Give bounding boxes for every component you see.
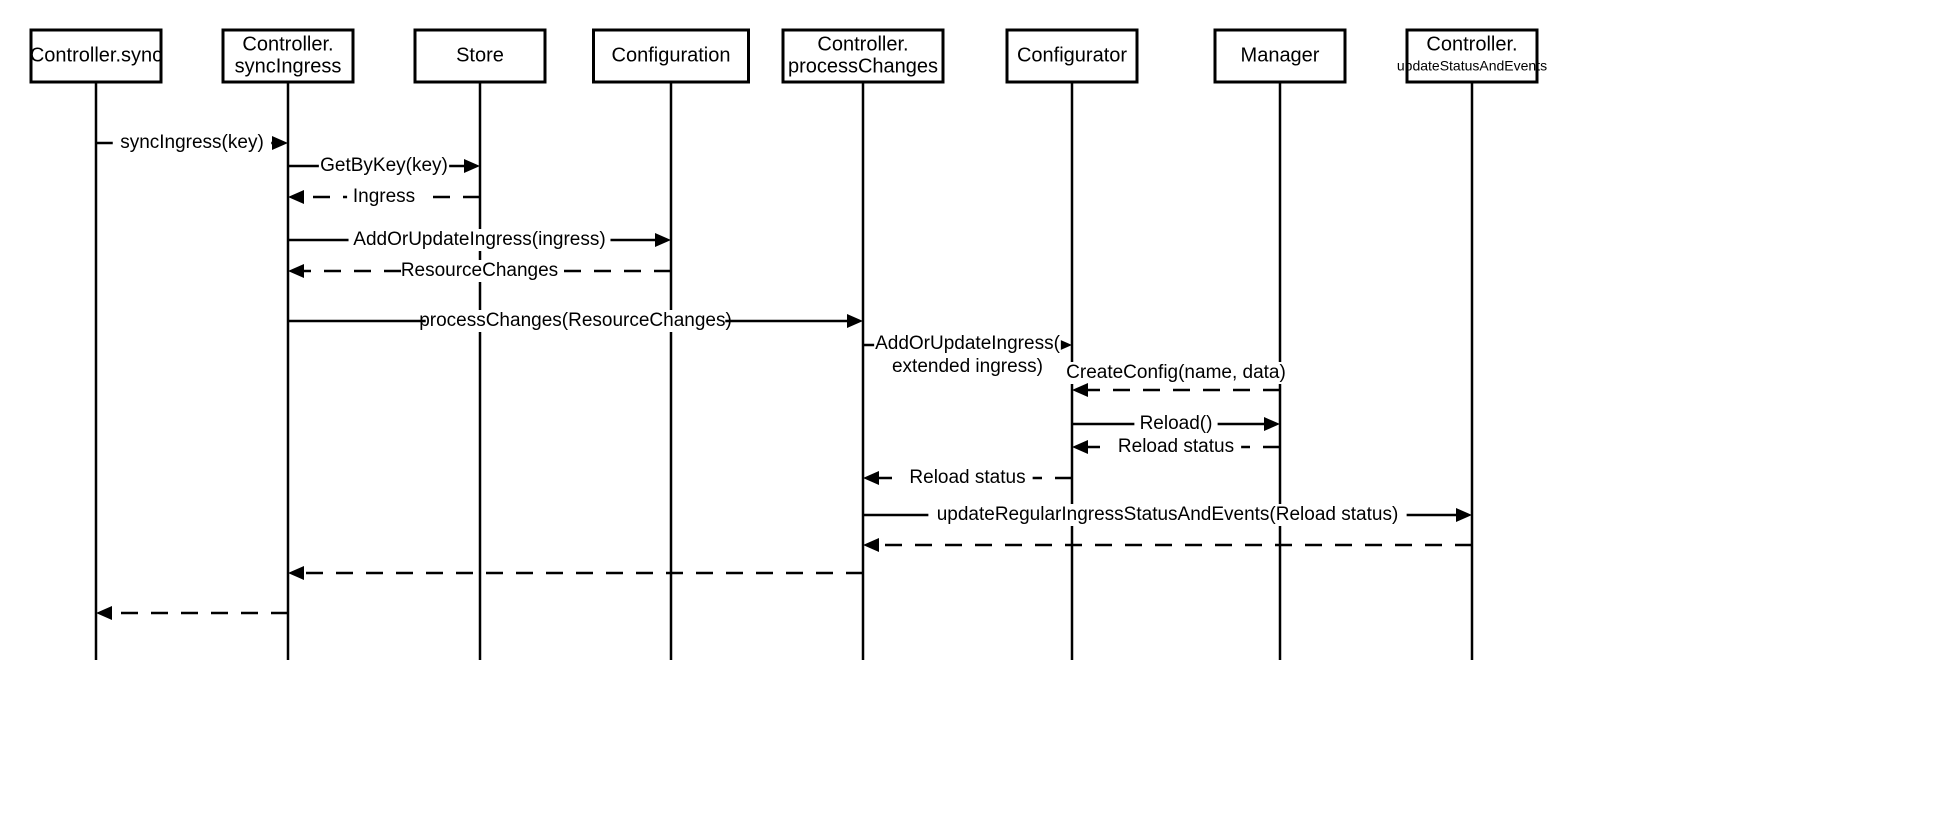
arrow-head-icon bbox=[464, 159, 480, 173]
message-label-backdrop bbox=[348, 229, 611, 251]
participant-label: Controller. bbox=[817, 33, 908, 55]
participant-label: Controller. bbox=[1426, 33, 1517, 55]
arrow-head-icon bbox=[655, 233, 671, 247]
message-label-backdrop bbox=[1134, 413, 1218, 435]
participant-label: syncIngress bbox=[235, 55, 342, 77]
participant-box bbox=[29, 28, 163, 84]
message-label: CreateConfig(name, data) bbox=[1066, 362, 1286, 383]
message-label-backdrop bbox=[1110, 436, 1242, 458]
participant-manager[interactable]: Manager bbox=[1213, 28, 1347, 84]
message-m9[interactable] bbox=[1072, 383, 1280, 397]
message-label-backdrop bbox=[425, 310, 726, 332]
participant-label: Configurator bbox=[1017, 44, 1127, 66]
participant-box bbox=[1405, 28, 1539, 84]
message-m6[interactable]: processChanges(ResourceChanges) bbox=[288, 310, 863, 332]
message-m5[interactable]: ResourceChanges bbox=[288, 260, 671, 282]
message-m14[interactable] bbox=[863, 538, 1472, 552]
arrow-head-icon bbox=[863, 538, 879, 552]
message-m13[interactable]: updateRegularIngressStatusAndEvents(Relo… bbox=[863, 504, 1472, 526]
participant-label: Manager bbox=[1241, 44, 1320, 66]
message-m11[interactable]: Reload status bbox=[1072, 436, 1280, 458]
message-m16[interactable] bbox=[96, 606, 288, 620]
message-label: AddOrUpdateIngress(ingress) bbox=[353, 229, 605, 250]
participant-controller-syncingress[interactable]: Controller.syncIngress bbox=[221, 28, 355, 84]
message-label: extended ingress) bbox=[892, 356, 1043, 377]
message-label-backdrop bbox=[902, 467, 1033, 489]
arrow-head-icon bbox=[288, 190, 304, 204]
message-m10[interactable]: Reload() bbox=[1072, 413, 1280, 435]
message-m3[interactable]: Ingress bbox=[288, 186, 480, 208]
participant-box bbox=[1213, 28, 1347, 84]
message-label-backdrop bbox=[404, 260, 555, 282]
message-m4[interactable]: AddOrUpdateIngress(ingress) bbox=[288, 229, 671, 251]
messages-layer: syncIngress(key) GetByKey(key) IngressAddO… bbox=[96, 132, 1472, 620]
message-label: Reload() bbox=[1140, 413, 1213, 434]
arrow-head-icon bbox=[1072, 440, 1088, 454]
participant-box bbox=[1005, 28, 1139, 84]
message-label: Reload status bbox=[909, 467, 1025, 488]
message-m7[interactable]: AddOrUpdateIngress(extended ingress) bbox=[863, 333, 1072, 378]
message-label: updateRegularIngressStatusAndEvents(Relo… bbox=[937, 504, 1399, 525]
arrow-head-icon bbox=[1456, 508, 1472, 522]
message-label: processChanges(ResourceChanges) bbox=[419, 310, 732, 331]
participant-label: Controller. bbox=[242, 33, 333, 55]
participant-store[interactable]: Store bbox=[413, 28, 547, 84]
message-m8[interactable]: CreateConfig(name, data) bbox=[1059, 362, 1293, 384]
participant-box bbox=[221, 28, 355, 84]
participant-box bbox=[413, 28, 547, 84]
message-label-backdrop bbox=[928, 504, 1407, 526]
message-label: AddOrUpdateIngress( bbox=[875, 333, 1060, 354]
participant-label: Store bbox=[456, 44, 504, 66]
message-label-backdrop bbox=[318, 155, 450, 177]
message-label: ResourceChanges bbox=[401, 260, 558, 281]
participant-box bbox=[781, 28, 945, 84]
message-label-backdrop bbox=[874, 333, 1061, 355]
arrow-head-icon bbox=[288, 566, 304, 580]
message-m12[interactable]: Reload status bbox=[863, 467, 1072, 489]
message-m2[interactable]: GetByKey(key) bbox=[288, 155, 480, 177]
arrow-head-icon bbox=[1072, 383, 1088, 397]
participant-label: updateStatusAndEvents bbox=[1397, 58, 1547, 74]
message-label: Reload status bbox=[1118, 436, 1234, 457]
message-m15[interactable] bbox=[288, 566, 863, 580]
arrow-head-icon bbox=[272, 136, 288, 150]
message-label-backdrop bbox=[883, 356, 1052, 378]
message-label: Ingress bbox=[353, 186, 415, 207]
participant-box bbox=[592, 28, 750, 84]
message-label: syncIngress(key) bbox=[120, 132, 264, 153]
arrow-head-icon bbox=[863, 471, 879, 485]
participant-controller-processchanges[interactable]: Controller.processChanges bbox=[781, 28, 945, 84]
arrow-head-icon bbox=[847, 314, 863, 328]
participant-label: Controller.sync bbox=[30, 44, 162, 66]
participant-configuration[interactable]: Configuration bbox=[592, 28, 750, 84]
message-m1[interactable]: syncIngress(key) bbox=[96, 132, 288, 154]
message-label-backdrop bbox=[347, 186, 421, 208]
participant-configurator[interactable]: Configurator bbox=[1005, 28, 1139, 84]
message-label-backdrop bbox=[112, 132, 272, 154]
message-label: GetByKey(key) bbox=[320, 155, 448, 176]
participant-controller-updatestatus[interactable]: Controller. updateStatusAndEvents bbox=[1397, 28, 1547, 84]
arrow-head-icon bbox=[1264, 417, 1280, 431]
participant-controller-sync[interactable]: Controller.sync bbox=[29, 28, 163, 84]
message-label-backdrop bbox=[1059, 362, 1293, 384]
participant-label: processChanges bbox=[788, 55, 938, 77]
participant-label: Configuration bbox=[612, 44, 731, 66]
arrow-head-icon bbox=[288, 264, 304, 278]
arrow-head-icon bbox=[96, 606, 112, 620]
